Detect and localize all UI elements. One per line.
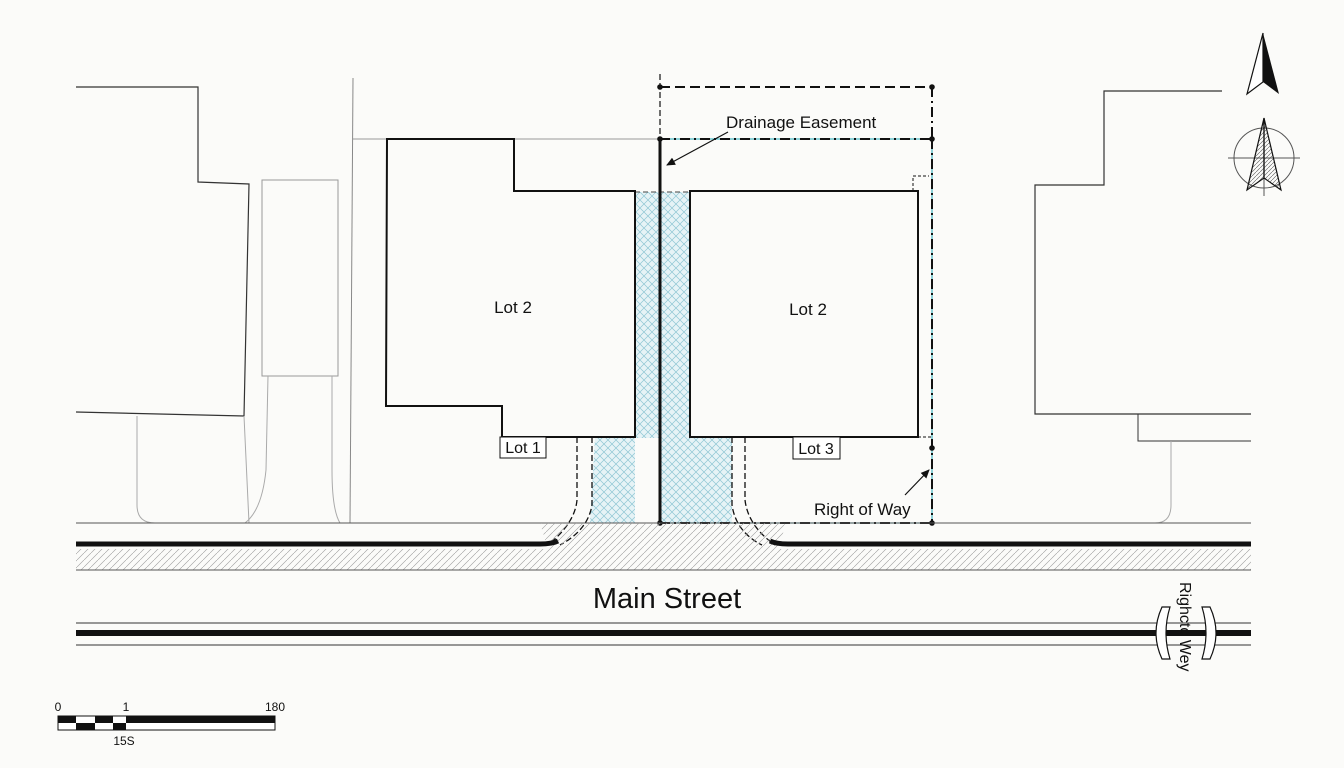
right-neighbour-building [1034, 90, 1251, 524]
drainage-easement-label: Drainage Easement [726, 113, 877, 132]
scale-unit-label: 15S [113, 734, 134, 748]
left-neighbour-annex [244, 179, 341, 524]
scale-tick-end: 180 [265, 700, 285, 714]
lot3-label-box [792, 436, 841, 460]
lot1-label: Lot 1 [505, 440, 541, 457]
corner-marker [912, 175, 929, 191]
left-lot-label: Lot 2 [494, 298, 532, 317]
main-street: Main Street [76, 522, 1251, 646]
compass-rose-icon [1228, 117, 1300, 196]
lot1-label-box [499, 436, 547, 459]
scale-bar: 0 1 180 15S [55, 700, 286, 748]
drainage-easement-callout: Drainage Easement [666, 113, 877, 166]
scale-tick-0: 0 [55, 700, 62, 714]
right-lot-label: Lot 2 [789, 300, 827, 319]
side-property-line [349, 77, 354, 524]
right-of-way-label: Right of Way [814, 500, 911, 519]
north-arrow-icon [1245, 32, 1279, 96]
right-of-way-break-symbol: Righctc Wey [1155, 582, 1217, 672]
drainage-easement-area [590, 191, 732, 523]
right-of-way-vertical-label: Righctc Wey [1176, 582, 1193, 672]
lot3-label: Lot 3 [798, 441, 834, 458]
right-of-way-callout: Right of Way [814, 469, 930, 519]
scale-tick-1: 1 [123, 700, 130, 714]
left-lot-footprint [384, 138, 636, 438]
street-name: Main Street [593, 583, 741, 615]
left-neighbour-building [75, 86, 250, 524]
